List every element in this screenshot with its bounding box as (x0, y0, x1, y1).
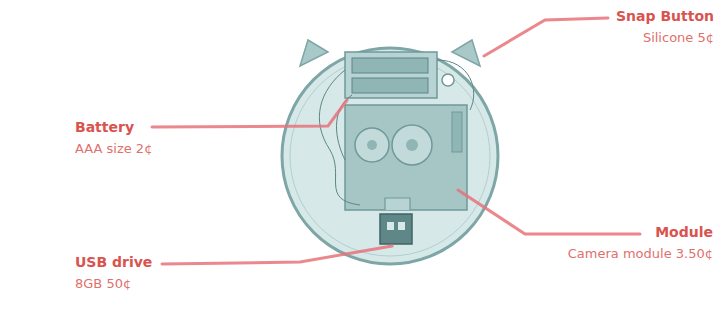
leader-line (458, 190, 640, 234)
lens-gear (392, 125, 432, 165)
leader-line (484, 18, 608, 56)
battery (352, 58, 428, 73)
usb-contact (387, 222, 394, 230)
usb-contact (398, 222, 405, 230)
module-tab (385, 198, 410, 210)
leader-line (162, 246, 392, 264)
camera-module (345, 105, 467, 210)
part-note: 8GB 50¢ (75, 276, 131, 292)
screw-hole (442, 74, 454, 86)
part-note: Camera module 3.50¢ (568, 246, 713, 262)
wire (437, 60, 474, 110)
housing-rim (290, 56, 490, 256)
lens-gear (355, 128, 389, 162)
battery (352, 78, 428, 93)
part-note: AAA size 2¢ (75, 141, 152, 157)
part-name: Battery (75, 119, 134, 136)
snap-button (452, 40, 480, 66)
leader-line (152, 100, 347, 127)
lens-center (367, 140, 377, 150)
part-name: Module (655, 224, 713, 241)
part-name: USB drive (75, 254, 152, 271)
wire (319, 70, 360, 205)
module-connector (452, 112, 462, 152)
lens-center (406, 139, 418, 151)
snap-button (300, 40, 328, 66)
part-name: Snap Button (616, 8, 714, 25)
device-housing (282, 48, 498, 264)
part-note: Silicone 5¢ (643, 30, 714, 46)
usb-drive (380, 214, 412, 244)
battery-compartment (345, 52, 437, 98)
